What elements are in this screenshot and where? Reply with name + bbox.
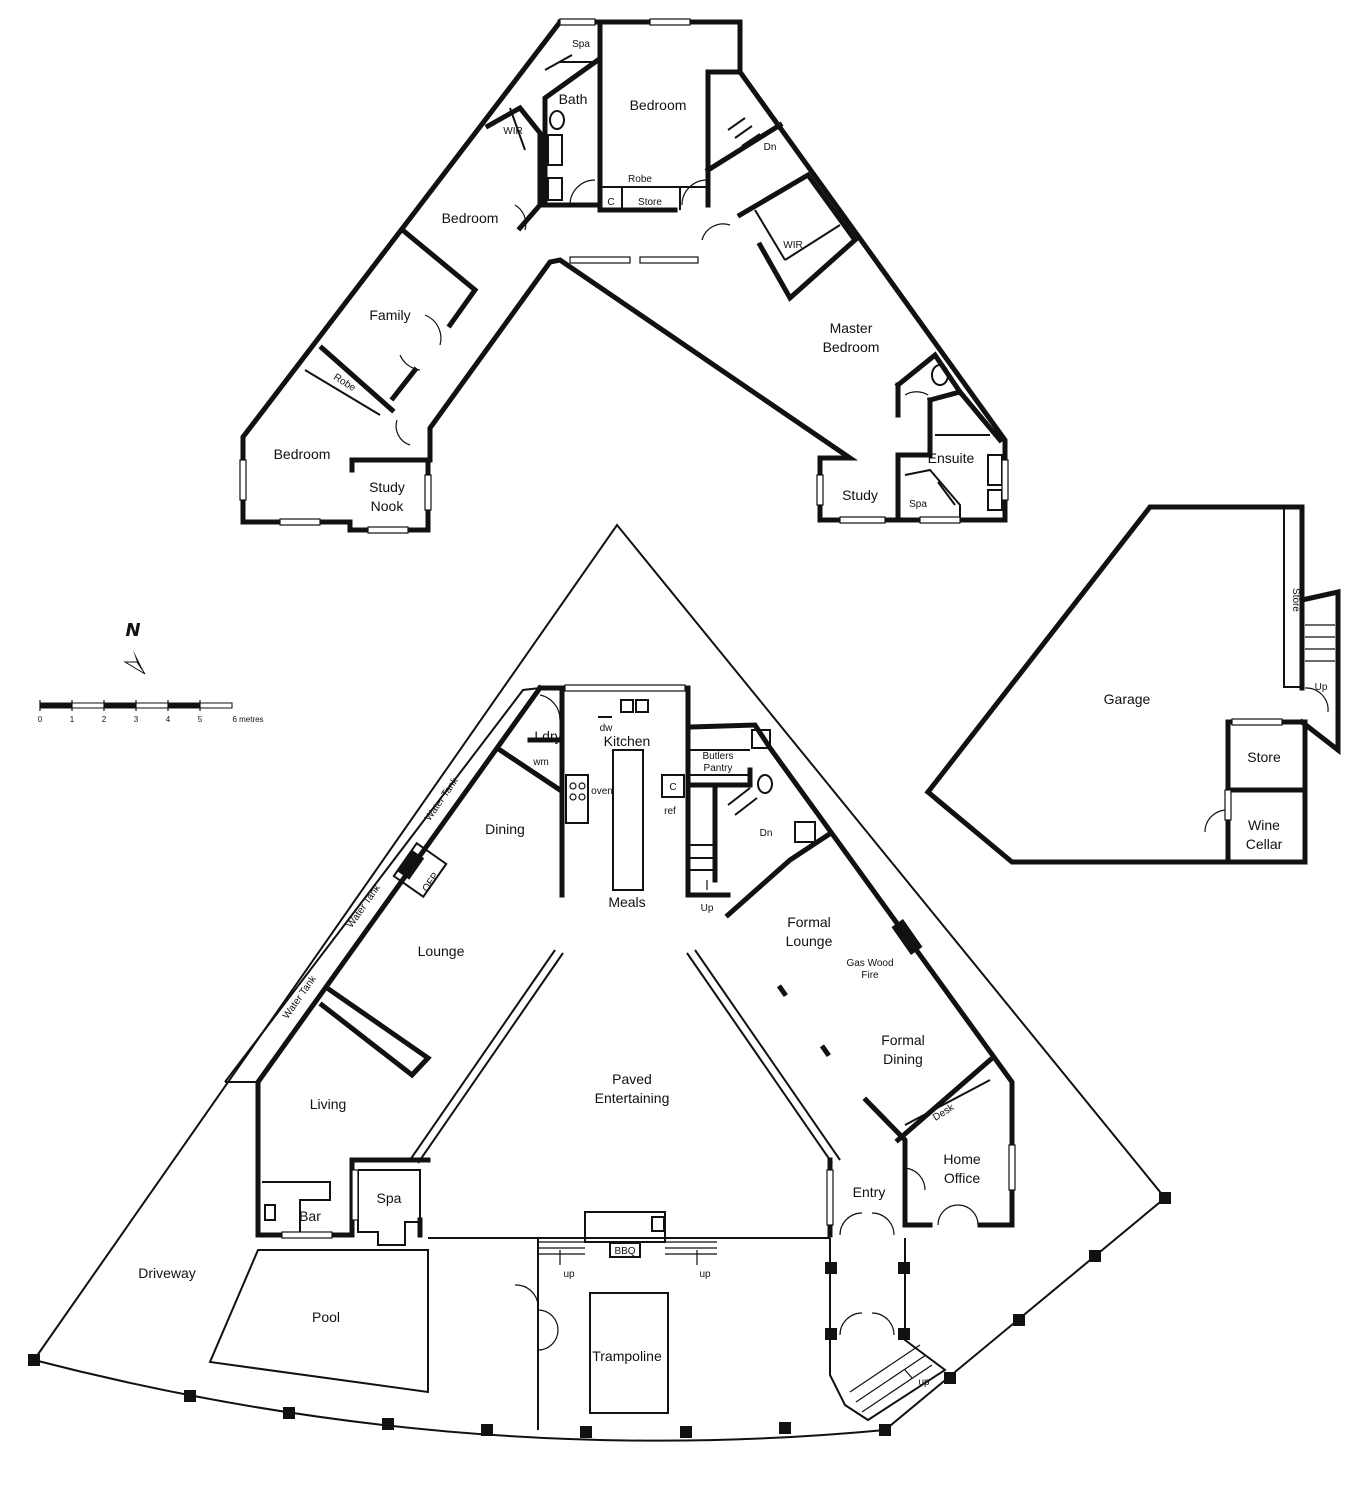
- bbq-label: BBQ: [614, 1246, 635, 1257]
- room-meals: Meals: [608, 894, 645, 910]
- room-home-office-line2: Office: [944, 1170, 981, 1186]
- stairs-up-garage: Up: [1315, 682, 1328, 693]
- room-formal-dining-line1: Formal: [881, 1032, 925, 1048]
- stairs-down-upper: Dn: [764, 142, 777, 153]
- ground-floor: [28, 523, 1171, 1442]
- steps-up-entry: up: [918, 1377, 930, 1388]
- scale-tick-label: 3: [134, 715, 139, 724]
- room-butlers-line2: Pantry: [704, 763, 733, 774]
- scale-bar: 0 1 2 3 4 5 6 metres: [38, 700, 264, 724]
- robe-north: Robe: [628, 174, 652, 185]
- room-wine-line1: Wine: [1248, 817, 1280, 833]
- fridge-label: ref: [664, 806, 676, 817]
- compass: N: [123, 620, 146, 675]
- room-ensuite: Ensuite: [928, 450, 975, 466]
- room-dining: Dining: [485, 821, 525, 837]
- scale-end-label: 6 metres: [232, 715, 263, 724]
- scale-tick-label: 2: [102, 715, 107, 724]
- paved-line2: Entertaining: [595, 1090, 670, 1106]
- cupboard-north: C: [607, 197, 614, 208]
- room-master-line2: Bedroom: [823, 339, 880, 355]
- area-pool: Pool: [312, 1309, 340, 1325]
- room-formal-lounge-line2: Lounge: [786, 933, 833, 949]
- room-wir-west: WIR: [503, 126, 522, 137]
- room-bath: Bath: [559, 91, 588, 107]
- cupboard-label: C: [669, 782, 676, 793]
- store-vertical-label: Store: [1290, 588, 1301, 612]
- room-store-garage: Store: [1247, 749, 1281, 765]
- room-wine-line2: Cellar: [1246, 836, 1283, 852]
- upper-floor: [239, 18, 1009, 534]
- room-bar: Bar: [299, 1208, 321, 1224]
- steps-up-right: up: [699, 1269, 711, 1280]
- room-study-nook-line2: Nook: [371, 498, 405, 514]
- gas-fire-line2: Fire: [861, 970, 879, 981]
- area-trampoline: Trampoline: [592, 1348, 662, 1364]
- room-study-nook-line1: Study: [369, 479, 405, 495]
- store-north: Store: [638, 197, 662, 208]
- room-lounge: Lounge: [418, 943, 465, 959]
- water-tank-1: Water Tank: [423, 775, 461, 823]
- area-driveway: Driveway: [138, 1265, 196, 1281]
- paved-line1: Paved: [612, 1071, 652, 1087]
- room-bedroom-sw: Bedroom: [274, 446, 331, 462]
- room-bedroom-north: Bedroom: [630, 97, 687, 113]
- scale-tick-label: 1: [70, 715, 75, 724]
- scale-tick-label: 4: [166, 715, 171, 724]
- room-home-office-line1: Home: [943, 1151, 981, 1167]
- room-entry: Entry: [853, 1184, 886, 1200]
- garage-block: [924, 504, 1341, 865]
- room-bedroom-west: Bedroom: [442, 210, 499, 226]
- room-kitchen: Kitchen: [604, 733, 651, 749]
- room-formal-lounge-line1: Formal: [787, 914, 831, 930]
- scale-tick-label: 5: [198, 715, 203, 724]
- room-spa-upper: Spa: [572, 39, 590, 50]
- gas-fire-line1: Gas Wood: [846, 958, 893, 969]
- room-master-line1: Master: [830, 320, 873, 336]
- room-ldry: Ldry: [534, 728, 561, 744]
- dishwasher-label: dw: [600, 723, 614, 734]
- north-arrow-icon: [123, 650, 146, 675]
- room-formal-dining-line2: Dining: [883, 1051, 923, 1067]
- labels-upper: Spa Bath Bedroom WIR Robe C Store Dn Bed…: [274, 39, 975, 514]
- washing-machine-label: wm: [532, 757, 549, 768]
- room-living: Living: [310, 1096, 347, 1112]
- room-spa-ground: Spa: [377, 1190, 402, 1206]
- room-study: Study: [842, 487, 878, 503]
- labels-garage: Store Garage Up Store Wine Cellar: [1104, 588, 1328, 852]
- scale-tick-label: 0: [38, 715, 43, 724]
- steps-up-left: up: [563, 1269, 575, 1280]
- room-family: Family: [369, 307, 410, 323]
- stairs-up-ground: Up: [701, 903, 714, 914]
- room-wir-master: WIR: [783, 240, 802, 251]
- north-label: N: [125, 620, 140, 641]
- room-butlers-line1: Butlers: [702, 751, 733, 762]
- stairs-down-ground: Dn: [760, 828, 773, 839]
- room-garage: Garage: [1104, 691, 1151, 707]
- oven-label: oven: [591, 786, 613, 797]
- room-spa-ensuite: Spa: [909, 499, 927, 510]
